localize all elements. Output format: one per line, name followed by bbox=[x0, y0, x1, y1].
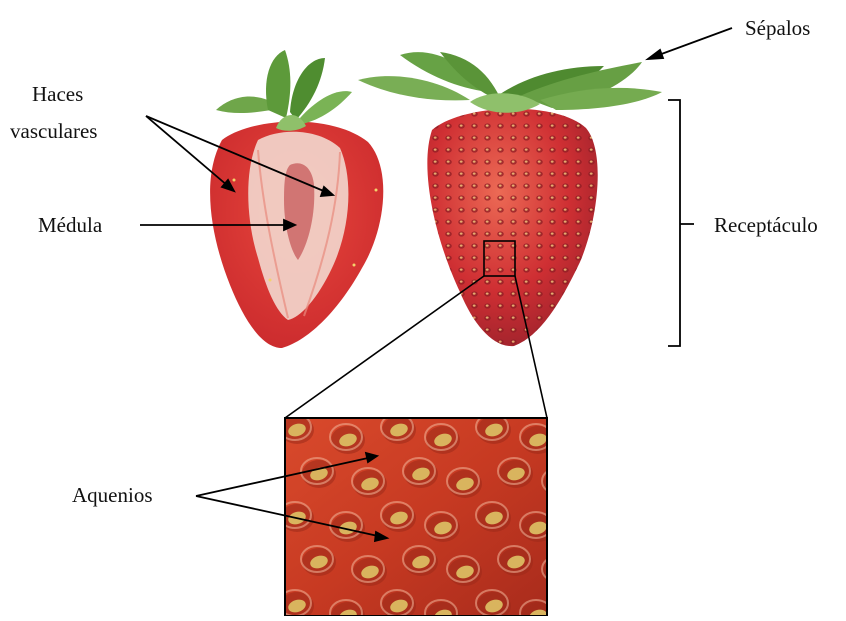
label-haces-line2: vasculares bbox=[10, 119, 97, 143]
arrow-haces-1 bbox=[146, 116, 228, 186]
cut-strawberry-calyx bbox=[216, 50, 352, 131]
achene bbox=[550, 476, 571, 493]
label-aquenios: Aquenios bbox=[72, 483, 153, 507]
achene-pit bbox=[543, 470, 577, 498]
zoom-panel bbox=[279, 414, 577, 616]
label-haces-line1: Haces bbox=[32, 82, 83, 106]
achene-pit bbox=[543, 558, 577, 586]
label-sepalos: Sépalos bbox=[745, 16, 810, 40]
achene bbox=[550, 564, 571, 581]
arrow-sepalos bbox=[656, 28, 732, 56]
sepals bbox=[358, 52, 662, 113]
receptacle-bracket bbox=[668, 100, 694, 346]
label-receptaculo: Receptáculo bbox=[714, 213, 818, 237]
whole-strawberry bbox=[358, 52, 662, 346]
label-medula: Médula bbox=[38, 213, 103, 237]
cut-strawberry bbox=[210, 50, 383, 348]
